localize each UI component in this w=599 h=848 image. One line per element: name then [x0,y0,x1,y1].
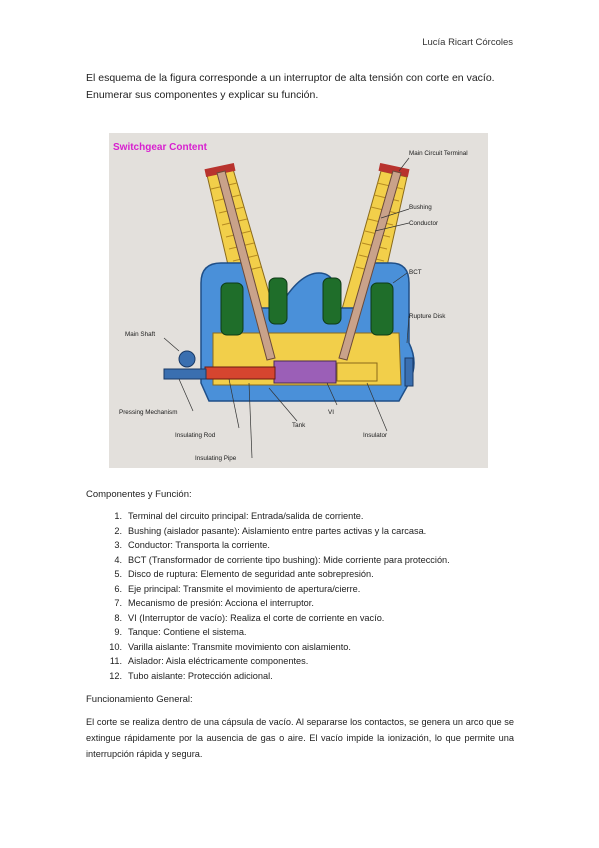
leader-lines [163,157,410,459]
list-text: Varilla aislante: Transmite movimiento c… [128,641,351,652]
list-text: Bushing (aislador pasante): Aislamiento … [128,525,427,536]
list-item: 8. VI (Interruptor de vacío): Realiza el … [101,611,521,626]
label-insulator: Insulator [363,432,387,439]
label-main-circuit-terminal: Main Circuit Terminal [409,150,468,157]
list-text: Tubo aislante: Protección adicional. [128,670,273,681]
components-list: 1. Terminal del circuito principal: Entra… [101,509,521,683]
list-item: 10. Varilla aislante: Transmite movimient… [101,640,521,655]
list-number: 2. [114,525,122,536]
list-number: 12. [109,670,122,681]
list-text: Conductor: Transporta la corriente. [128,540,270,550]
label-main-shaft: Main Shaft [125,331,155,338]
list-item: 9. Tanque: Contiene el sistema. [101,625,521,640]
list-item: 5. Disco de ruptura: Elemento de segurida… [101,567,521,582]
pressing-mechanism [163,368,207,380]
right-conductor [338,170,402,361]
list-text: Aislador: Aisla eléctricamente component… [128,656,309,666]
list-text: Disco de ruptura: Elemento de seguridad … [128,569,374,579]
list-number: 3. [114,540,122,550]
label-insulating-rod: Insulating Rod [175,432,216,439]
list-number: 6. [114,583,122,594]
list-number: 8. [114,612,122,623]
list-number: 4. [114,554,122,565]
list-number: 11. [109,656,122,666]
insulator-body [336,362,378,382]
list-text: Eje principal: Transmite el movimiento d… [128,583,361,594]
list-item: 1. Terminal del circuito principal: Entra… [101,509,521,524]
bct-left-inner [268,277,288,325]
author-name: Lucía Ricart Córcoles [422,37,513,48]
list-text: Mecanismo de presión: Acciona el interru… [128,598,314,608]
list-text: Tanque: Contiene el sistema. [128,627,247,637]
label-bushing: Bushing [409,204,432,211]
switchgear-figure: Switchgear Content [109,133,488,468]
label-tank: Tank [292,422,306,429]
right-main-terminal [378,162,410,178]
operation-heading: Funcionamiento General: [86,694,193,705]
switchgear-diagram: Switchgear Content [113,142,468,462]
list-number: 1. [114,511,122,521]
left-main-terminal [204,162,236,178]
list-number: 5. [114,569,122,579]
vacuum-interrupter [273,360,337,384]
rupture-disk-part [404,357,414,387]
label-vi: VI [328,409,334,416]
list-number: 10. [109,641,122,652]
list-item: 7. Mecanismo de presión: Acciona el inter… [101,596,521,611]
list-item: 6. Eje principal: Transmite el movimiento… [101,582,521,597]
list-number: 7. [114,598,122,608]
list-item: 2. Bushing (aislador pasante): Aislamient… [101,524,521,539]
label-conductor: Conductor [409,220,438,227]
main-shaft-disc [178,350,196,368]
list-text: BCT (Transformador de corriente tipo bus… [128,554,450,565]
label-insulating-pipe: Insulating Pipe [195,455,237,462]
bct-right-inner [322,277,342,325]
list-item: 3. Conductor: Transporta la corriente. [101,538,521,553]
bct-left-outer [220,282,244,336]
label-bct: BCT [409,269,422,276]
list-item: 4. BCT (Transformador de corriente tipo b… [101,553,521,568]
operation-paragraph: El corte se realiza dentro de una cápsul… [86,717,514,759]
list-number: 9. [114,627,122,637]
insulating-rod [204,366,276,380]
bct-right-outer [370,282,394,336]
list-item: 11. Aislador: Aisla eléctricamente compon… [101,654,521,669]
figure-title: Switchgear Content [113,142,208,153]
label-rupture-disk: Rupture Disk [409,313,446,320]
left-conductor [216,170,276,361]
list-text: VI (Interruptor de vacío): Realiza el co… [128,612,385,623]
label-pressing-mechanism: Pressing Mechanism [119,409,177,416]
components-heading: Componentes y Función: [86,489,192,500]
question-text: El esquema de la figura corresponde a un… [86,72,495,101]
list-item: 12. Tubo aislante: Protección adicional. [101,669,521,684]
list-text: Terminal del circuito principal: Entrada… [128,511,364,521]
